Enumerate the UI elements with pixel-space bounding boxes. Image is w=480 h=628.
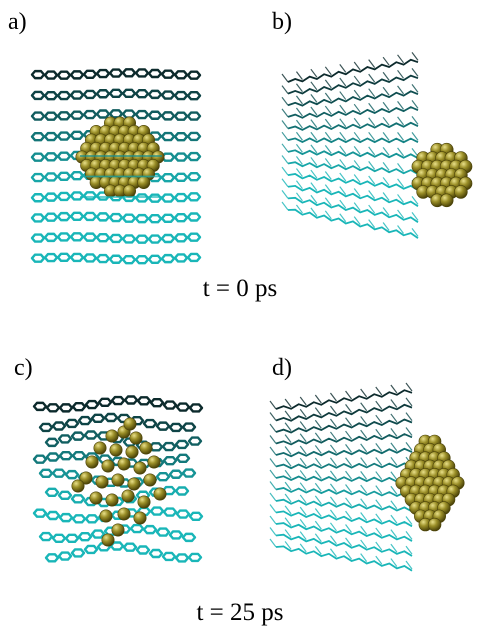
panel-d-perspective-view-t25 (269, 382, 465, 572)
caption-t0: t = 0 ps (202, 275, 278, 302)
panel-b-perspective-view-t0 (281, 52, 473, 239)
panel-c-side-view-t25 (32, 395, 204, 563)
panel-label-b: b) (272, 9, 292, 35)
panel-label-a: a) (8, 9, 27, 35)
panel-label-c: c) (14, 355, 33, 381)
panel-label-d: d) (272, 355, 292, 381)
caption-t25: t = 25 ps (196, 599, 284, 626)
panel-a-side-view-t0 (30, 68, 202, 265)
